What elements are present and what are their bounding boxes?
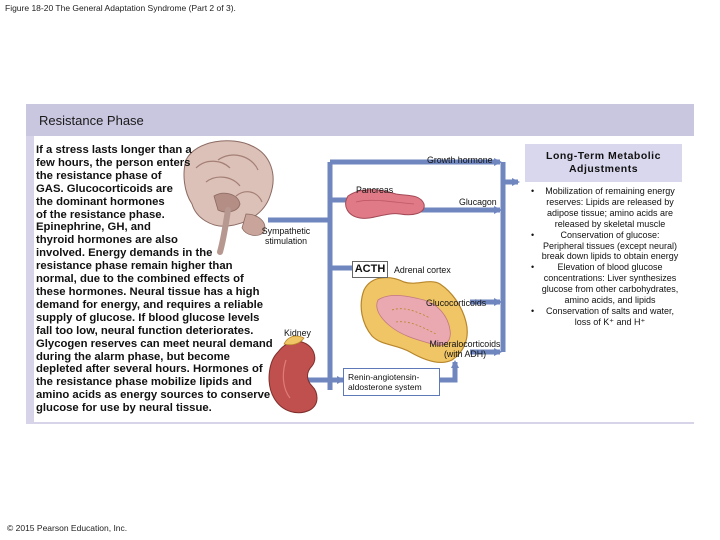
list-item-text: Mobilization of remaining energy reserve… — [545, 186, 675, 229]
growth-hormone-label: Growth hormone — [427, 155, 493, 165]
description-line: involved. Energy demands in the — [36, 247, 213, 260]
sympathetic-label-line: stimulation — [264, 236, 308, 246]
long-term-adjustments-list: • Mobilization of remaining energy reser… — [531, 186, 681, 328]
panel-title: Resistance Phase — [39, 113, 144, 128]
description-line: few hours, the person enters — [36, 156, 191, 169]
glucagon-label: Glucagon — [459, 197, 497, 207]
bullet-icon: • — [531, 305, 535, 316]
long-term-adjustments-header: Long-Term Metabolic Adjustments — [525, 144, 682, 182]
panel-bottom-border — [26, 422, 694, 424]
long-term-header-line: Adjustments — [568, 163, 639, 175]
adrenal-gland-illustration — [360, 277, 468, 364]
description-line: normal, due to the combined effects of — [36, 273, 244, 286]
list-item-text: Conservation of glucose: Peripheral tiss… — [541, 229, 679, 262]
renin-angiotensin-box: Renin-angiotensin- aldosterone system — [343, 368, 440, 396]
mineralocorticoids-label: Mineralocorticoids (with ADH) — [420, 339, 510, 359]
renin-label-line: aldosterone system — [348, 382, 422, 392]
description-line: these hormones. Neural tissue has a high — [36, 285, 260, 298]
description-line: fall too low, neural function deteriorat… — [36, 324, 254, 337]
resistance-phase-description: If a stress lasts longer than a few hour… — [36, 144, 286, 415]
description-line: during the alarm phase, but become — [36, 350, 230, 363]
pancreas-illustration — [345, 189, 425, 219]
bullet-icon: • — [531, 262, 535, 273]
bullet-icon: • — [531, 229, 535, 240]
figure-caption: Figure 18-20 The General Adaptation Synd… — [5, 3, 236, 13]
list-item: • Conservation of salts and water, loss … — [531, 306, 681, 328]
description-line: demand for energy, and requires a reliab… — [36, 298, 264, 311]
description-line: glucose for use by neural tissue. — [36, 402, 212, 415]
panel-header: Resistance Phase — [26, 104, 694, 136]
list-item: • Conservation of glucose: Peripheral ti… — [531, 230, 681, 263]
renin-label-line: Renin-angiotensin- — [348, 372, 420, 382]
list-item-text: Elevation of blood glucose concentration… — [541, 262, 679, 306]
description-line: the dominant hormones — [36, 195, 165, 208]
description-line: supply of glucose. If blood glucose leve… — [36, 311, 260, 324]
description-line: Epinephrine, GH, and — [36, 221, 151, 234]
pancreas-label: Pancreas — [356, 185, 394, 195]
description-line: the resistance phase mobilize lipids and — [36, 376, 252, 389]
bullet-icon: • — [531, 186, 535, 196]
long-term-header-line: Long-Term Metabolic — [546, 150, 661, 162]
adrenal-cortex-label: Adrenal cortex — [394, 265, 451, 275]
description-line: of the resistance phase. — [36, 208, 165, 221]
list-item: • Elevation of blood glucose concentrati… — [531, 262, 681, 306]
brain-illustration — [183, 140, 274, 255]
description-line: resistance phase remain higher than — [36, 260, 233, 273]
mineralocorticoids-label-line: (with ADH) — [443, 349, 487, 359]
sympathetic-label-line: Sympathetic — [261, 226, 311, 236]
description-line: the resistance phase of — [36, 169, 162, 182]
glucocorticoids-label: Glucocorticoids — [426, 298, 487, 308]
description-line: amino acids as energy sources to conserv… — [36, 389, 271, 402]
copyright-notice: © 2015 Pearson Education, Inc. — [7, 523, 128, 533]
kidney-illustration — [268, 335, 318, 414]
hormone-pathway-arrows — [268, 158, 502, 390]
sympathetic-stimulation-label: Sympathetic stimulation — [256, 226, 316, 246]
list-item-text: Conservation of salts and water, loss of… — [545, 305, 675, 327]
mineralocorticoids-label-line: Mineralocorticoids — [429, 339, 501, 349]
description-line: thyroid hormones are also — [36, 234, 178, 247]
panel-left-border — [26, 136, 34, 424]
description-line: depleted after several hours. Hormones o… — [36, 363, 263, 376]
acth-box: ACTH — [352, 261, 388, 278]
list-item: • Mobilization of remaining energy reser… — [531, 186, 681, 230]
description-line: GAS. Glucocorticoids are — [36, 182, 173, 195]
kidney-label: Kidney — [284, 328, 311, 338]
description-line: Glycogen reserves can meet neural demand — [36, 337, 273, 350]
description-line: If a stress lasts longer than a — [36, 144, 192, 156]
